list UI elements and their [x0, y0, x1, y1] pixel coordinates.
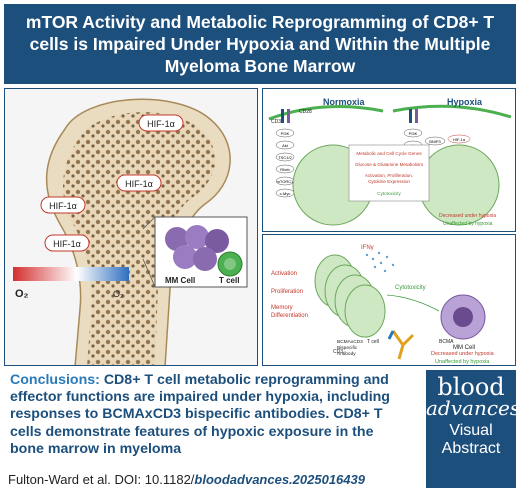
- oxygen-gradient-legend: O₂ O₂: [13, 267, 129, 300]
- svg-text:Memory: Memory: [271, 305, 293, 311]
- cytotoxicity-panel: IFNγ Activation Proliferation Memory Dif…: [262, 234, 516, 366]
- svg-text:Activation, Proliferation,: Activation, Proliferation,: [365, 173, 413, 178]
- svg-text:Rheb: Rheb: [280, 167, 290, 172]
- svg-text:Proliferation: Proliferation: [271, 289, 303, 295]
- svg-text:O₂: O₂: [113, 289, 124, 299]
- svg-text:Activation: Activation: [271, 271, 297, 277]
- journal-logo: blood advances Visual Abstract: [426, 370, 520, 488]
- cytotoxicity-diagram: IFNγ Activation Proliferation Memory Dif…: [271, 245, 495, 365]
- marrow-zoom-box: MM Cell T cell: [154, 216, 248, 288]
- svg-text:BCMA: BCMA: [439, 339, 454, 345]
- svg-text:MM Cell: MM Cell: [165, 276, 195, 285]
- conclusion-body: CD8+ T cell metabolic reprogramming and …: [10, 372, 390, 457]
- svg-text:HIF-1α: HIF-1α: [125, 179, 153, 189]
- hif-label-2: HIF-1α: [116, 174, 162, 192]
- svg-text:Glucose & Glutamine Metabolism: Glucose & Glutamine Metabolism: [355, 162, 423, 167]
- signalling-diagram: Normoxia Hypoxia CD28 CD3 PI3K Akt TSC1/…: [268, 97, 512, 227]
- svg-text:mTORC1: mTORC1: [277, 179, 295, 184]
- svg-text:TSC1/2: TSC1/2: [278, 155, 292, 160]
- bone-marrow-panel: HIF-1α HIF-1α HIF-1α HIF-1α: [4, 88, 258, 366]
- ifn-dots: [365, 251, 395, 273]
- svg-text:Akt: Akt: [282, 143, 289, 148]
- metabolic-box: Metabolic and Cell Cycle Genes Glucose &…: [348, 144, 430, 202]
- svg-text:Decreased under hypoxia: Decreased under hypoxia: [431, 351, 495, 357]
- svg-text:c-Myc: c-Myc: [280, 191, 291, 196]
- svg-text:MM Cell: MM Cell: [453, 345, 475, 351]
- page-title: mTOR Activity and Metabolic Reprogrammin…: [25, 12, 495, 76]
- svg-text:HIF-1α: HIF-1α: [147, 119, 175, 129]
- legend-unaffected: Unaffected by hypoxia: [443, 221, 493, 227]
- mm-cell: MM Cell BCMA: [439, 294, 486, 351]
- signalling-panel: Normoxia Hypoxia CD28 CD3 PI3K Akt TSC1/…: [262, 88, 516, 232]
- hif-label-1: HIF-1α: [138, 114, 184, 132]
- conclusion-text: Conclusions: CD8+ T cell metabolic repro…: [10, 372, 406, 458]
- svg-text:PI3K: PI3K: [281, 131, 290, 136]
- conclusion-block: Conclusions: CD8+ T cell metabolic repro…: [4, 368, 412, 472]
- svg-text:CD28: CD28: [299, 109, 312, 115]
- svg-text:Cytokine Expression: Cytokine Expression: [368, 179, 410, 184]
- svg-text:Bispecific: Bispecific: [337, 345, 358, 351]
- svg-text:O₂: O₂: [15, 288, 29, 300]
- svg-text:HIF-1α: HIF-1α: [53, 239, 81, 249]
- t-cell-stack: [314, 254, 386, 338]
- ifn-label: IFNγ: [361, 245, 374, 251]
- svg-text:BCMAxCD3: BCMAxCD3: [337, 339, 363, 345]
- svg-text:T cell: T cell: [367, 339, 379, 345]
- svg-text:Differentiation: Differentiation: [271, 313, 308, 319]
- svg-text:Cytotoxicity: Cytotoxicity: [377, 191, 401, 196]
- svg-text:CD3: CD3: [271, 119, 281, 125]
- hif-label-3: HIF-1α: [40, 196, 86, 214]
- conclusion-lead: Conclusions:: [10, 372, 100, 388]
- svg-text:HIF-1α: HIF-1α: [453, 137, 466, 142]
- svg-text:HIF-1α: HIF-1α: [49, 201, 77, 211]
- citation-authors: Fulton-Ward et al. DOI: 10.1182/: [8, 472, 195, 487]
- citation: Fulton-Ward et al. DOI: 10.1182/bloodadv…: [8, 472, 416, 492]
- citation-doi: bloodadvances.2025016439: [194, 472, 365, 487]
- header-banner: mTOR Activity and Metabolic Reprogrammin…: [4, 4, 516, 84]
- pathway-normoxia: PI3K Akt TSC1/2 Rheb mTORC1 c-Myc: [275, 128, 295, 198]
- svg-text:CD3: CD3: [333, 349, 343, 355]
- hypoxia-label: Hypoxia: [447, 97, 483, 107]
- svg-text:Antibody: Antibody: [337, 351, 356, 357]
- svg-text:Cytotoxicity: Cytotoxicity: [395, 285, 426, 291]
- svg-text:Metabolic and Cell Cycle Genes: Metabolic and Cell Cycle Genes: [356, 151, 422, 156]
- normoxia-label: Normoxia: [323, 97, 366, 107]
- svg-text:T cell: T cell: [219, 276, 239, 285]
- hif-label-4: HIF-1α: [44, 234, 90, 252]
- svg-text:PI3K: PI3K: [409, 131, 418, 136]
- svg-text:Unaffected by hypoxia: Unaffected by hypoxia: [435, 359, 490, 365]
- legend-decreased: Decreased under hypoxia: [439, 213, 496, 219]
- bone-illustration: HIF-1α HIF-1α HIF-1α HIF-1α: [13, 98, 248, 365]
- svg-text:BNIP3: BNIP3: [429, 139, 441, 144]
